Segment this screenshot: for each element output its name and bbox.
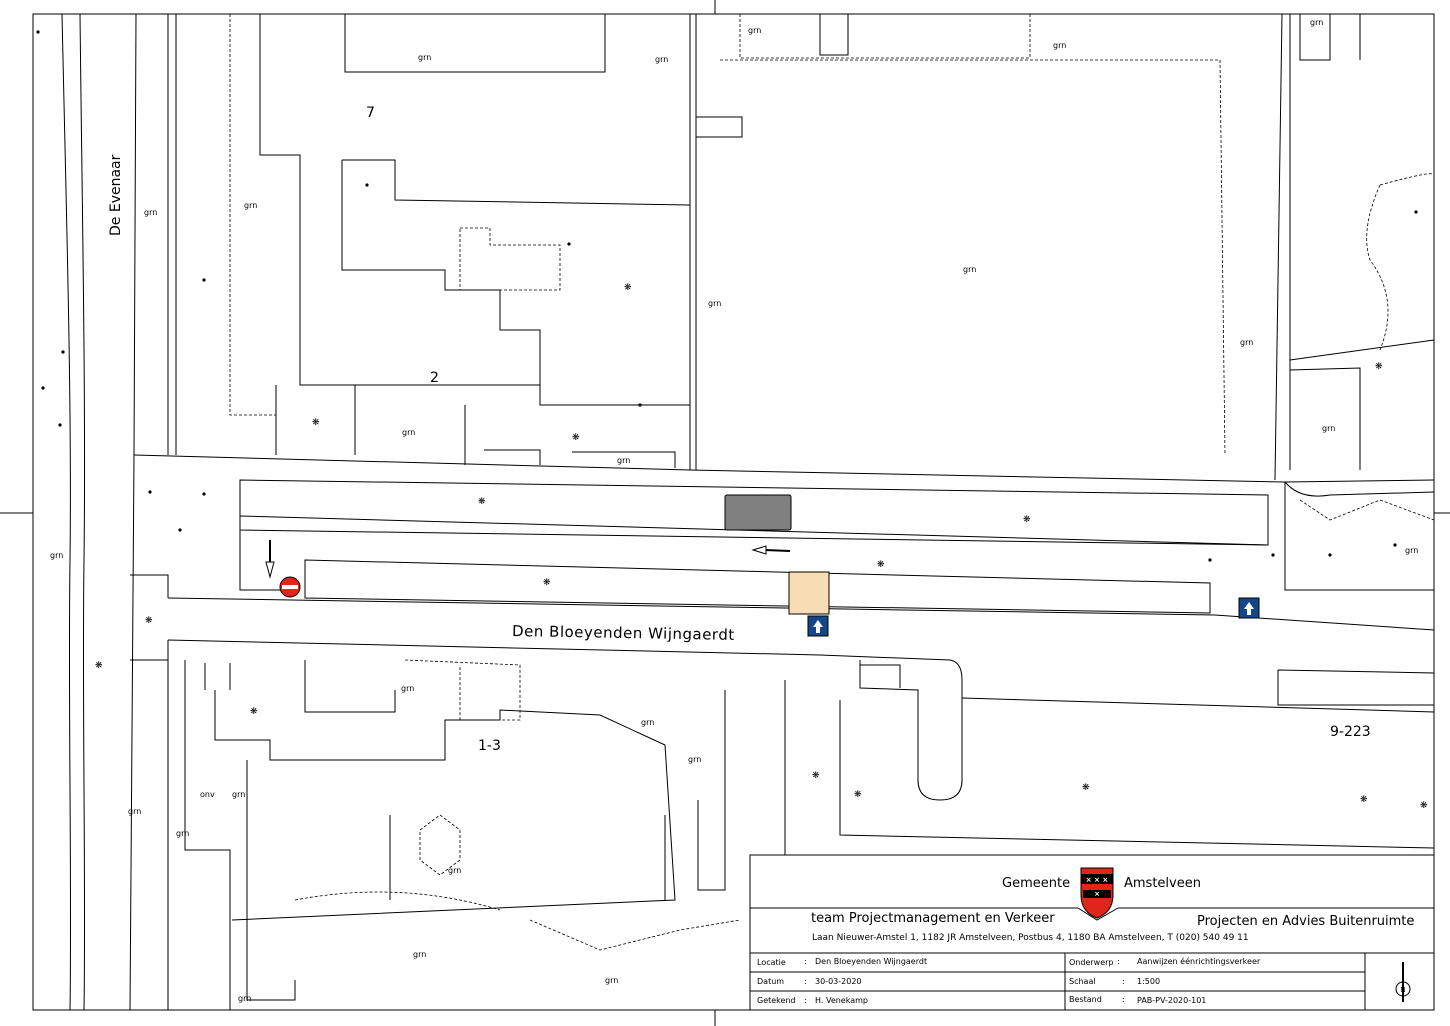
grn-label: grn xyxy=(401,684,414,693)
grn-label: grn xyxy=(1405,546,1418,555)
svg-text:❋: ❋ xyxy=(1420,801,1428,811)
grn-label: grn xyxy=(1053,41,1066,50)
datum-label: Datum xyxy=(757,977,785,986)
road-label-main-street: Den Bloeyenden Wijngaerdt xyxy=(512,622,735,644)
buildings xyxy=(184,13,1435,1010)
svg-text:N: N xyxy=(1400,986,1405,994)
svg-text:❋: ❋ xyxy=(1023,515,1031,525)
svg-text:❋: ❋ xyxy=(854,790,862,800)
grn-label: grn xyxy=(418,53,431,62)
locatie-value: Den Bloeyenden Wijngaerdt xyxy=(815,957,928,966)
direction-arrow-left-icon xyxy=(751,545,791,555)
team-name: team Projectmanagement en Verkeer xyxy=(811,911,1055,926)
separator: : xyxy=(804,957,807,966)
svg-text:❋: ❋ xyxy=(1360,795,1368,805)
svg-text:❋: ❋ xyxy=(812,771,820,781)
schaal-value: 1:500 xyxy=(1137,977,1161,986)
grn-label: grn xyxy=(413,950,426,959)
grn-label: grn xyxy=(50,551,63,560)
separator: : xyxy=(1122,977,1125,986)
direction-arrow-down-icon xyxy=(265,540,275,579)
grn-label: grn xyxy=(605,976,618,985)
house-number: 7 xyxy=(366,105,375,121)
north-arrow-icon: N xyxy=(1395,962,1411,1002)
one-way-sign-icon xyxy=(807,615,829,637)
svg-text:❋: ❋ xyxy=(250,707,258,717)
grn-label: grn xyxy=(617,456,630,465)
grn-label: grn xyxy=(402,428,415,437)
getekend-label: Getekend xyxy=(757,996,796,1005)
svg-text:❋: ❋ xyxy=(877,560,885,570)
boundary-lines xyxy=(229,14,1435,951)
drawing-frame xyxy=(32,13,1435,1011)
separator: : xyxy=(804,996,807,1005)
grn-label: grn xyxy=(655,55,668,64)
schaal-label: Schaal xyxy=(1069,977,1096,986)
grn-label: grn xyxy=(1240,338,1253,347)
svg-text:❋: ❋ xyxy=(1375,362,1383,372)
amstelveen-coat-of-arms-logo: × × × × xyxy=(1080,867,1114,919)
house-number: 2 xyxy=(430,370,439,386)
svg-text:❋: ❋ xyxy=(478,497,486,507)
onderwerp-label: Onderwerp xyxy=(1069,958,1114,967)
pedestrian-crossing xyxy=(788,571,830,615)
area-labels: grn grn grn grn grn grn grn grn grn grn … xyxy=(50,18,1418,1003)
getekend-value: H. Venekamp xyxy=(815,996,868,1005)
no-entry-sign-icon xyxy=(279,576,301,598)
grn-label: grn xyxy=(708,299,721,308)
house-number: 1-3 xyxy=(478,738,501,754)
svg-text:❋: ❋ xyxy=(312,418,320,428)
one-way-sign-icon xyxy=(1238,597,1260,619)
svg-text:×: × xyxy=(1094,890,1100,898)
grn-label: grn xyxy=(238,994,251,1003)
grn-label: grn xyxy=(144,208,157,217)
tree-and-pole-symbols: ❋ ❋ ❋ ❋ ❋ ❋ ❋ ❋ ❋ ❋ ❋ ❋ ❋ ❋ ❋ ❋ xyxy=(36,30,1428,811)
svg-text:❋: ❋ xyxy=(543,578,551,588)
road-de-evenaar xyxy=(61,13,177,1011)
grn-label: grn xyxy=(1322,424,1335,433)
svg-text:❋: ❋ xyxy=(624,283,632,293)
onderwerp-value: Aanwijzen éénrichtingsverkeer xyxy=(1137,957,1261,966)
grn-label: grn xyxy=(244,201,257,210)
svg-text:❋: ❋ xyxy=(572,433,580,443)
onv-label: onv xyxy=(200,790,215,799)
grn-label: grn xyxy=(641,718,654,727)
svg-text:❋: ❋ xyxy=(145,616,153,626)
grn-label: grn xyxy=(688,755,701,764)
bestand-label: Bestand xyxy=(1069,995,1102,1004)
municipality-name-left: Gemeente xyxy=(1002,876,1071,891)
grn-label: grn xyxy=(128,807,141,816)
locatie-label: Locatie xyxy=(757,958,786,967)
separator: : xyxy=(1122,995,1125,1004)
separator: : xyxy=(804,977,807,986)
road-label-de-evenaar: De Evenaar xyxy=(108,154,124,236)
separator: : xyxy=(1117,957,1120,966)
title-block-frame xyxy=(749,854,1435,1011)
datum-value: 30-03-2020 xyxy=(815,977,862,986)
grn-label: grn xyxy=(448,866,461,875)
svg-text:× × ×: × × × xyxy=(1086,876,1108,884)
department-name: Projecten en Advies Buitenruimte xyxy=(1197,914,1415,929)
bestand-value: PAB-PV-2020-101 xyxy=(1137,996,1207,1005)
svg-text:❋: ❋ xyxy=(95,661,103,671)
address-line: Laan Nieuwer-Amstel 1, 1182 JR Amstelvee… xyxy=(812,933,1249,943)
svg-text:❋: ❋ xyxy=(1082,783,1090,793)
grn-label: grn xyxy=(1310,18,1323,27)
grn-label: grn xyxy=(232,790,245,799)
house-number: 9-223 xyxy=(1330,724,1371,740)
grn-label: grn xyxy=(176,829,189,838)
grn-label: grn xyxy=(748,26,761,35)
speed-table xyxy=(724,494,792,531)
municipality-name-right: Amstelveen xyxy=(1124,876,1201,891)
grn-label: grn xyxy=(963,265,976,274)
